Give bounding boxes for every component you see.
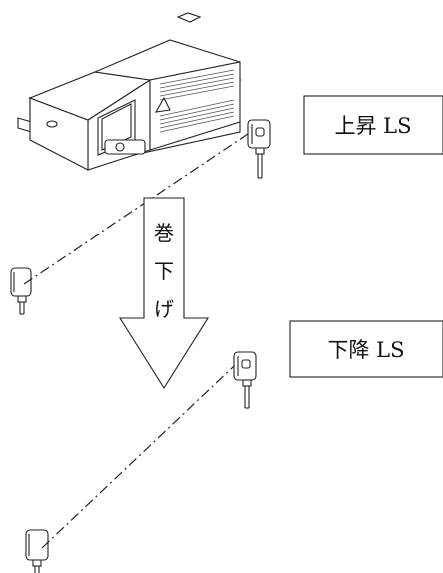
arrow-char-1: 巻 xyxy=(154,221,174,245)
hoist-unit-drawing xyxy=(17,12,242,171)
lowering-arrow: 巻 下 げ xyxy=(119,197,209,390)
warning-triangle-icon xyxy=(154,96,171,113)
upper-ls-label-box: 上昇 LS xyxy=(303,95,443,155)
lower-ls-label: 下降 LS xyxy=(327,338,404,362)
upper-sensor-receiver xyxy=(247,119,271,179)
upper-sensor-beam xyxy=(23,133,249,285)
lower-sensor-emitter xyxy=(25,529,49,573)
hatching xyxy=(159,69,235,133)
arrow-char-2: 下 xyxy=(154,259,174,283)
upper-ls-label: 上昇 LS xyxy=(334,114,411,138)
arrow-char-3: げ xyxy=(154,297,174,321)
lower-ls-label-box: 下降 LS xyxy=(289,320,443,378)
upper-sensor-emitter xyxy=(10,267,32,315)
lower-sensor-beam xyxy=(41,365,235,549)
lower-sensor-receiver xyxy=(233,351,257,409)
